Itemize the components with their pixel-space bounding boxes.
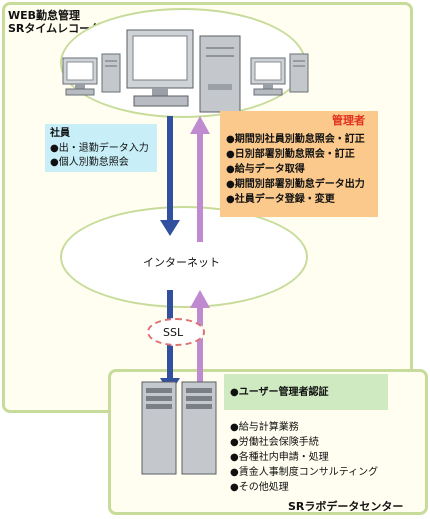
service-item: ●労働社会保険手続 xyxy=(230,437,319,448)
title-line1: WEB勤怠管理 xyxy=(8,9,81,22)
service-item: ●各種社内申請・処理 xyxy=(230,452,329,463)
service-item: ●給与計算業務 xyxy=(230,422,299,433)
employee-box xyxy=(45,124,157,172)
down-arrow-shaft xyxy=(167,116,173,222)
admin-item: ●日別部署別勤怠照会・訂正 xyxy=(226,149,355,160)
service-item: ●賃金人事制度コンサルティング xyxy=(230,467,379,478)
server-icon xyxy=(141,381,217,475)
small-computer-icon xyxy=(250,53,309,96)
ssl-label: SSL xyxy=(163,326,184,339)
up-arrow-shaft xyxy=(197,132,203,242)
service-item: ●その他処理 xyxy=(230,482,289,493)
admin-item: ●社員データ登録・変更 xyxy=(226,194,335,205)
desktop-computer-icon xyxy=(126,29,241,113)
up-arrow-head xyxy=(190,116,210,134)
employee-item: ●出・退勤データ入力 xyxy=(50,143,149,154)
ssl-badge xyxy=(147,318,205,346)
datacenter-label: SRラボデータセンター xyxy=(288,500,404,513)
internet-ellipse xyxy=(60,206,308,308)
admin-heading: 管理者 xyxy=(332,114,365,127)
employee-heading: 社員 xyxy=(50,128,70,139)
down-arrow-head xyxy=(160,220,180,236)
admin-item: ●期間別部署別勤怠データ出力 xyxy=(226,179,365,190)
small-computer-icon xyxy=(62,53,121,96)
user-auth-label: ●ユーザー管理者認証 xyxy=(230,387,329,398)
employee-item: ●個人別勤怠照会 xyxy=(50,157,129,168)
internet-label: インターネット xyxy=(143,256,220,269)
user-auth-box xyxy=(224,374,388,410)
admin-item: ●給与データ取得 xyxy=(226,164,305,175)
up-arrow-head xyxy=(190,290,210,308)
admin-box xyxy=(220,111,378,217)
up-arrow-shaft xyxy=(197,306,203,382)
admin-item: ●期間別社員別勤怠照会・訂正 xyxy=(226,134,365,145)
